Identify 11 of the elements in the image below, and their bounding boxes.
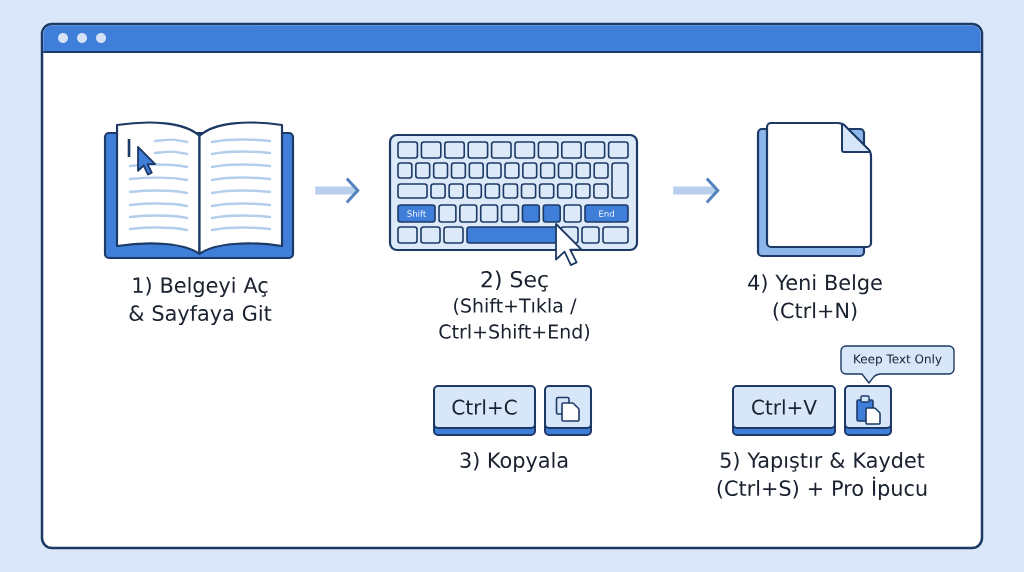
- step-caption: 3) Kopyala: [460, 451, 568, 473]
- keyboard-key: Ctrl+C: [433, 385, 536, 436]
- key-label: End: [599, 210, 614, 217]
- step-caption: 5) Yapıştır & Kaydet (Ctrl+S) + Pro İpucu: [717, 451, 927, 501]
- step-caption: 1) Belgeyi Aç & Sayfaya Git: [129, 276, 272, 326]
- step-caption: 4) Yeni Belge (Ctrl+N): [748, 274, 882, 321]
- callout-bubble: Keep Text Only: [840, 345, 955, 384]
- key-label: Shift: [407, 210, 426, 217]
- keyboard-key: Ctrl+V: [732, 385, 836, 436]
- step-caption: 2) Seç: [481, 270, 548, 292]
- shortcut-text: (Shift+Tıkla / Ctrl+Shift+End): [439, 298, 590, 341]
